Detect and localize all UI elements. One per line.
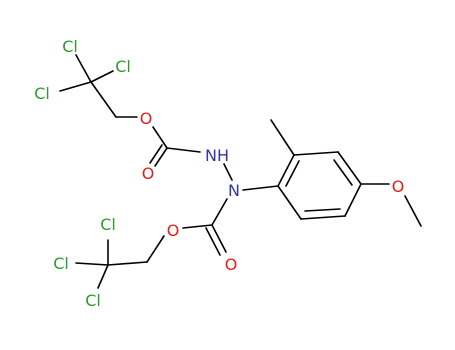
atom-labels: Cl Cl Cl O O NH N O O Cl Cl Cl O bbox=[34, 37, 404, 310]
ring-bond-5-inner bbox=[304, 208, 341, 212]
ring-bond-1 bbox=[277, 154, 295, 187]
bond-methyl bbox=[270, 119, 295, 156]
chlorine-atom-label: Cl bbox=[34, 84, 50, 103]
ring-bond-1-inner bbox=[285, 160, 300, 187]
oxygen-atom-label: O bbox=[167, 221, 180, 240]
bond-carbonyl2-o bbox=[182, 224, 213, 229]
bond-c1-ch2 bbox=[90, 81, 117, 118]
bond-cl1-c1 bbox=[75, 54, 92, 83]
bond-n-carbonyl2 bbox=[211, 198, 228, 226]
bond-cl5-c2 bbox=[75, 262, 109, 266]
ring-bond-5 bbox=[300, 215, 346, 220]
chlorine-atom-label: Cl bbox=[100, 215, 116, 234]
bond-carbonyl-nh bbox=[166, 147, 201, 153]
bonds bbox=[59, 54, 422, 289]
bond-cl2-c1 bbox=[90, 70, 114, 83]
chlorine-atom-label: Cl bbox=[62, 37, 78, 56]
bond-n-ring bbox=[242, 185, 279, 191]
bond-carbonyl2-double-b bbox=[205, 227, 221, 256]
oxygen-atom-label: O bbox=[140, 109, 153, 128]
ring-bond-6 bbox=[277, 185, 302, 220]
bond-carbonyl-double-a bbox=[154, 147, 168, 167]
oxygen-atom-label: O bbox=[225, 255, 238, 274]
ring-bond-3 bbox=[337, 151, 362, 185]
ring-bond-3-inner bbox=[333, 159, 353, 186]
bond-carbonyl-double-b bbox=[149, 144, 163, 164]
bond-o-methyl bbox=[404, 195, 422, 227]
bond-carbonyl2-double-a bbox=[211, 224, 227, 253]
bond-cl6-c2 bbox=[97, 264, 109, 289]
chlorine-atom-label: Cl bbox=[115, 57, 131, 76]
nitrogen-atom-label: N bbox=[228, 181, 240, 200]
chlorine-atom-label: Cl bbox=[53, 254, 69, 273]
ring-bond-4 bbox=[344, 183, 362, 217]
chlorine-atom-label: Cl bbox=[85, 291, 101, 310]
bond-ch2-c-lower bbox=[107, 261, 148, 266]
bond-nh-n bbox=[223, 163, 233, 181]
oxygen-atom-label: O bbox=[392, 177, 405, 196]
oxygen-atom-label: O bbox=[142, 164, 155, 183]
nitrogen-nh-label: NH bbox=[205, 146, 229, 165]
ring-bond-2 bbox=[293, 151, 339, 156]
bond-o-carbonyl bbox=[152, 126, 168, 149]
bond-cl3-c1 bbox=[59, 81, 92, 92]
bond-o-ch2-lower bbox=[146, 235, 165, 263]
